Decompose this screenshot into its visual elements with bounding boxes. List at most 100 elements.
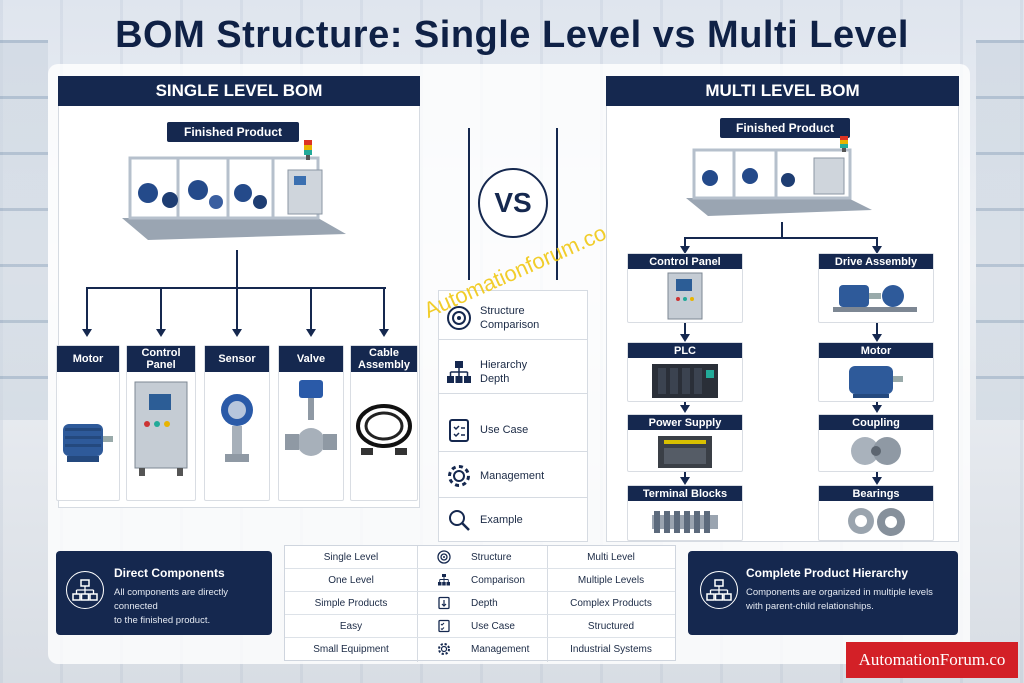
- multi-level-heading: MULTI LEVEL BOM: [606, 76, 959, 106]
- criterion-structure-comparison: Structure Comparison: [438, 296, 588, 340]
- criterion-label: Use Case: [480, 423, 529, 436]
- target-icon: [437, 550, 451, 564]
- criterion-label: Example: [480, 514, 523, 526]
- info-direct-components: Direct Components All components are dir…: [56, 551, 272, 635]
- motor-image: [849, 366, 903, 398]
- hierarchy-icon: [447, 360, 471, 383]
- table-cell-single: Simple Products: [314, 598, 388, 609]
- single-component-control-panel: Control Panel: [126, 345, 196, 501]
- criterion-label: Structure Comparison: [480, 304, 540, 331]
- arrow-down-icon: [680, 405, 690, 413]
- coupling-image: [851, 437, 901, 465]
- finished-product-machine-image: [122, 140, 346, 240]
- divider-left: [468, 128, 470, 280]
- info-complete-hierarchy: Complete Product Hierarchy Components ar…: [688, 551, 958, 635]
- component-label: Terminal Blocks: [628, 486, 742, 501]
- multi-branch-line: [684, 237, 878, 239]
- single-component-valve: Valve: [278, 345, 344, 501]
- arrow-down-icon: [872, 246, 882, 254]
- table-cell-single: Single Level: [323, 552, 379, 563]
- table-cell-multi: Industrial Systems: [570, 644, 652, 655]
- page-title: BOM Structure: Single Level vs Multi Lev…: [115, 14, 909, 56]
- terminal-blocks-image: [652, 511, 718, 533]
- info-title: Direct Components: [114, 566, 225, 580]
- left-rack-decoration: [0, 40, 48, 420]
- component-label: Power Supply: [628, 415, 742, 430]
- multi-child-bearings: Bearings: [818, 485, 934, 541]
- component-label: Bearings: [819, 486, 933, 501]
- arrow-down-icon: [82, 329, 92, 337]
- table-cell-criterion: Depth: [471, 598, 498, 609]
- connector-a3: [684, 472, 686, 477]
- connector-cable: [383, 287, 385, 329]
- arrow-down-icon: [680, 246, 690, 254]
- brand-badge[interactable]: AutomationForum.co: [846, 642, 1018, 678]
- multi-child-terminal-blocks: Terminal Blocks: [627, 485, 743, 541]
- arrow-down-icon: [872, 334, 882, 342]
- component-label: Control Panel: [127, 346, 195, 372]
- table-cell-multi: Multi Level: [587, 552, 635, 563]
- single-root-label: Finished Product: [167, 122, 299, 142]
- multi-child-coupling: Coupling: [818, 414, 934, 472]
- arrow-down-icon: [156, 329, 166, 337]
- control-panel-image: [667, 272, 703, 320]
- table-row: Small Equipment Management Industrial Sy…: [285, 638, 675, 661]
- search-icon: [449, 510, 470, 531]
- cable-image: [356, 404, 412, 455]
- power-supply-image: [658, 436, 712, 468]
- component-label: Control Panel: [628, 254, 742, 269]
- connector-a1: [684, 323, 686, 337]
- arrow-down-icon: [872, 405, 882, 413]
- component-label: Sensor: [205, 346, 269, 372]
- connector-b1: [876, 323, 878, 337]
- table-row: Single Level Structure Multi Level: [285, 546, 675, 569]
- drive-assembly-image: [833, 285, 917, 312]
- component-label: Valve: [279, 346, 343, 372]
- table-cell-single: One Level: [328, 575, 374, 586]
- bearings-image: [848, 508, 905, 536]
- table-cell-single: Easy: [339, 621, 363, 632]
- table-cell-criterion: Structure: [471, 552, 512, 563]
- table-cell-multi: Multiple Levels: [577, 575, 645, 586]
- multi-branch-drive-assembly: Drive Assembly: [818, 253, 934, 323]
- connector-control-panel: [160, 287, 162, 329]
- comparison-table: Single Level Structure Multi Level One L…: [284, 545, 676, 662]
- motor-image: [63, 424, 113, 462]
- table-cell-multi: Complex Products: [570, 598, 652, 609]
- criterion-example: Example: [438, 498, 588, 542]
- checklist-icon: [438, 619, 450, 633]
- criterion-label: Management: [480, 469, 545, 482]
- criterion-label: Hierarchy Depth: [480, 358, 528, 385]
- table-cell-criterion: Use Case: [471, 621, 515, 632]
- valve-image: [285, 380, 337, 456]
- multi-root-label: Finished Product: [720, 118, 850, 138]
- hierarchy-icon: [700, 571, 738, 609]
- arrow-down-icon: [232, 329, 242, 337]
- component-label: Motor: [819, 343, 933, 358]
- gear-icon: [438, 643, 450, 655]
- divider-right: [556, 128, 558, 280]
- arrow-down-icon: [379, 329, 389, 337]
- hierarchy-icon: [438, 574, 450, 586]
- table-row: One Level Comparison Multiple Levels: [285, 569, 675, 592]
- table-row: Easy Use Case Structured: [285, 615, 675, 638]
- target-icon: [447, 305, 471, 330]
- arrow-down-icon: [680, 477, 690, 485]
- info-desc-line: with parent-child relationships.: [746, 601, 874, 612]
- connector-branch-b: [876, 237, 878, 249]
- connector-motor: [86, 287, 88, 329]
- single-component-cable-assembly: Cable Assembly: [350, 345, 418, 501]
- arrow-down-icon: [306, 329, 316, 337]
- gear-icon: [448, 464, 470, 487]
- criterion-use-case: Use Case: [438, 408, 588, 452]
- multi-child-power-supply: Power Supply: [627, 414, 743, 472]
- info-description: All components are directly connected to…: [114, 586, 272, 628]
- finished-product-machine-image-multi: [686, 136, 872, 216]
- connector-sensor: [236, 287, 238, 329]
- single-level-heading: SINGLE LEVEL BOM: [58, 76, 420, 106]
- component-label: Cable Assembly: [351, 346, 417, 372]
- component-label: Drive Assembly: [819, 254, 933, 269]
- single-component-sensor: Sensor: [204, 345, 270, 501]
- single-trunk-line: [236, 250, 238, 288]
- table-cell-multi: Structured: [587, 621, 635, 632]
